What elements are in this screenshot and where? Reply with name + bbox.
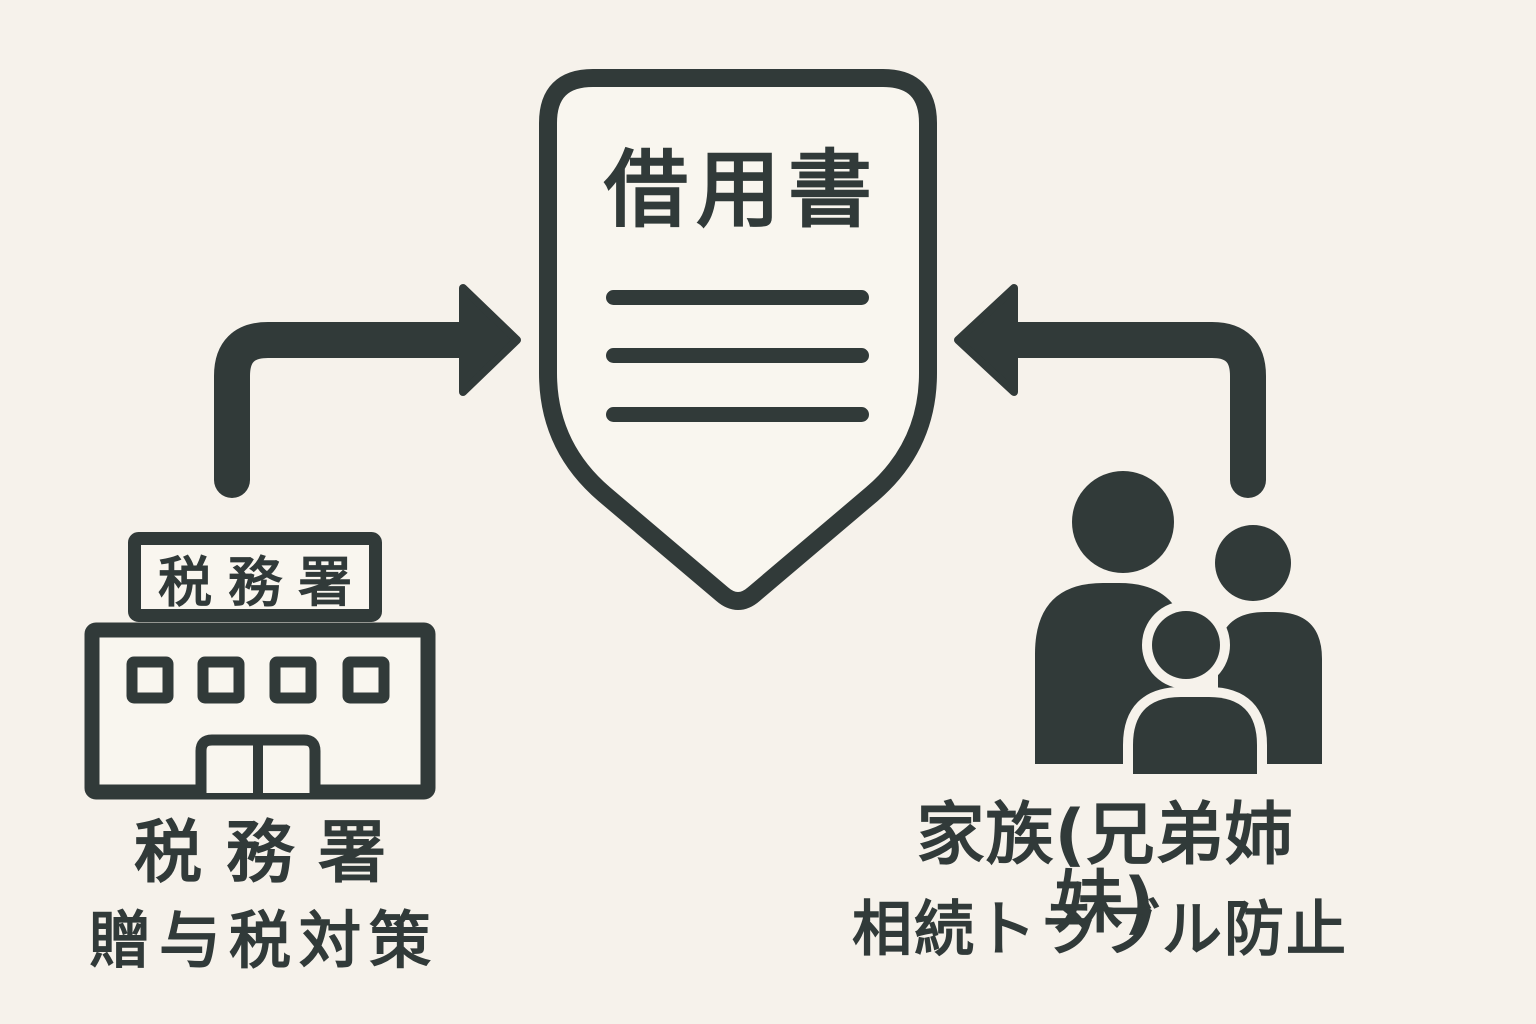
- arrow-shaft: [214, 322, 481, 498]
- building-sign-label: 税務署: [158, 550, 368, 614]
- right-label-subtitle: 相続トラブル防止: [852, 895, 1348, 965]
- document-title: 借用書: [603, 141, 880, 239]
- family-child: [1123, 601, 1267, 780]
- shield-document-icon: [539, 69, 937, 610]
- elbow-arrow-right-icon: [214, 284, 521, 498]
- building-window: [197, 656, 245, 704]
- left-label-subtitle: 贈与税対策: [88, 904, 439, 977]
- building-window: [126, 656, 174, 704]
- document-text-line: [606, 290, 869, 305]
- elbow-arrow-left-icon: [954, 284, 1266, 498]
- arrow-head: [459, 284, 521, 396]
- right-label-title: 家族(兄弟姉妹): [916, 796, 1294, 943]
- building-window: [342, 656, 390, 704]
- left-label-title: 税務署: [133, 814, 410, 893]
- shield-outline: [539, 69, 937, 610]
- arrow-shaft: [996, 322, 1266, 498]
- arrow-head: [954, 284, 1018, 396]
- family-icon: [1028, 464, 1322, 780]
- building-door-divider: [253, 743, 263, 793]
- document-text-line: [606, 348, 869, 363]
- building-sign-board: [128, 532, 382, 622]
- building-window: [269, 656, 317, 704]
- tax-office-building-icon: [84, 532, 436, 800]
- document-text-line: [606, 407, 869, 422]
